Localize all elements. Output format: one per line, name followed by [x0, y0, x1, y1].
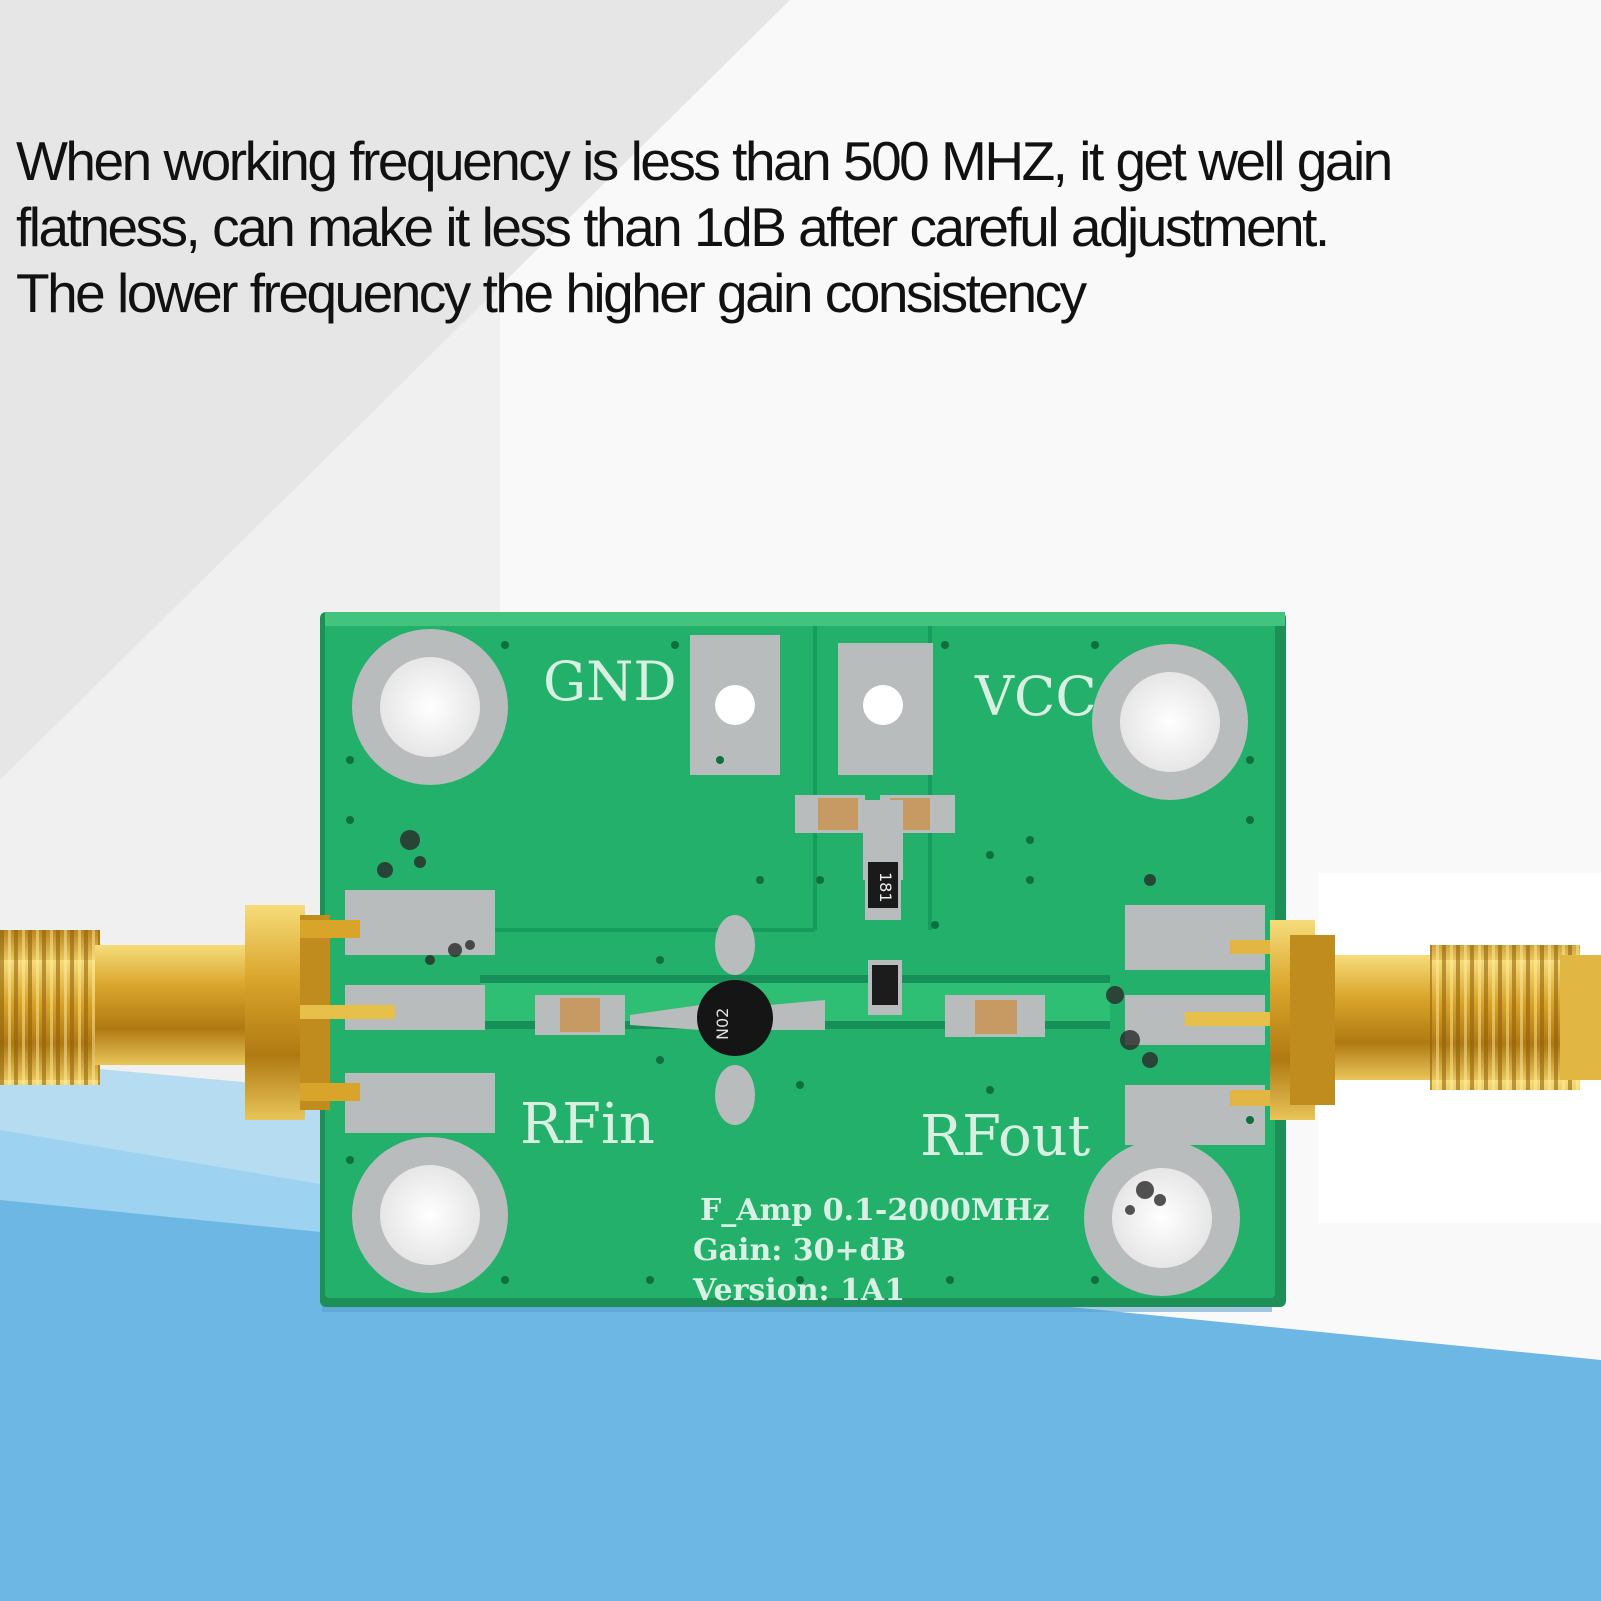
sma-connector-left [0, 905, 395, 1120]
resistor-marking: 181 [876, 872, 895, 903]
chip-marking: N02 [713, 1008, 732, 1040]
spec-line-3: Version: 1A1 [692, 1273, 905, 1308]
smd-resistor [865, 850, 901, 920]
sma-connector-right [1185, 920, 1601, 1120]
smd-inductor [868, 960, 902, 1015]
caption-line-2: flatness, can make it less than 1dB afte… [16, 196, 1330, 258]
caption-line-1: When working frequency is less than 500 … [16, 130, 1393, 192]
product-caption: When working frequency is less than 500 … [16, 128, 1576, 326]
spec-line-2: Gain: 30+dB [693, 1233, 906, 1268]
mounting-hole-bl [352, 1137, 508, 1293]
rf-trace-gap-top [480, 975, 1110, 983]
smd-capacitor-out [945, 995, 1045, 1037]
pcb-vias [346, 641, 1254, 1284]
amplifier-chip [630, 915, 825, 1125]
mounting-hole-tl [352, 629, 508, 785]
gnd-pad [690, 635, 780, 775]
rfout-label: RFout [920, 1104, 1091, 1169]
mounting-hole-br [1084, 1140, 1240, 1296]
vcc-pad [838, 643, 933, 775]
smd-capacitor-top-1 [795, 795, 865, 833]
vcc-label: VCC [974, 665, 1097, 728]
flux-specks [377, 830, 1166, 1215]
smd-capacitor-in [535, 995, 625, 1035]
spec-line-1: F_Amp 0.1-2000MHz [700, 1193, 1049, 1228]
pcb-board [325, 618, 1275, 1298]
pcb-top-strip [325, 612, 1285, 626]
rfin-label: RFin [520, 1092, 655, 1157]
bg-light-grey-shard [0, 0, 790, 780]
gnd-label: GND [543, 650, 677, 713]
mounting-hole-tr [1092, 644, 1248, 800]
caption-line-3: The lower frequency the higher gain cons… [16, 262, 1087, 324]
